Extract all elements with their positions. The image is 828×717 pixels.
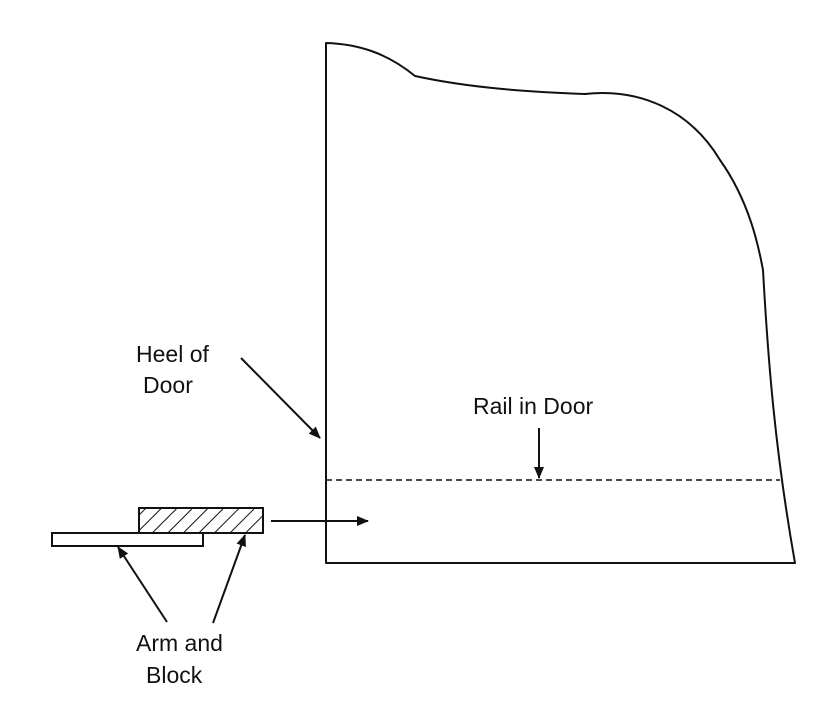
rail-label: Rail in Door (473, 393, 593, 419)
block-pointer-arrow (212, 534, 246, 624)
door-outline (325, 42, 796, 564)
heel-label-line2: Door (143, 372, 193, 398)
block-hatched (138, 507, 264, 534)
arm-plate (51, 532, 204, 547)
heel-pointer-arrow (240, 357, 321, 439)
arm-block-label-line2: Block (146, 662, 203, 688)
arm-pointer-arrow (117, 546, 168, 623)
arm-block-label-line1: Arm and (136, 630, 223, 656)
heel-label-line1: Heel of (136, 341, 209, 367)
